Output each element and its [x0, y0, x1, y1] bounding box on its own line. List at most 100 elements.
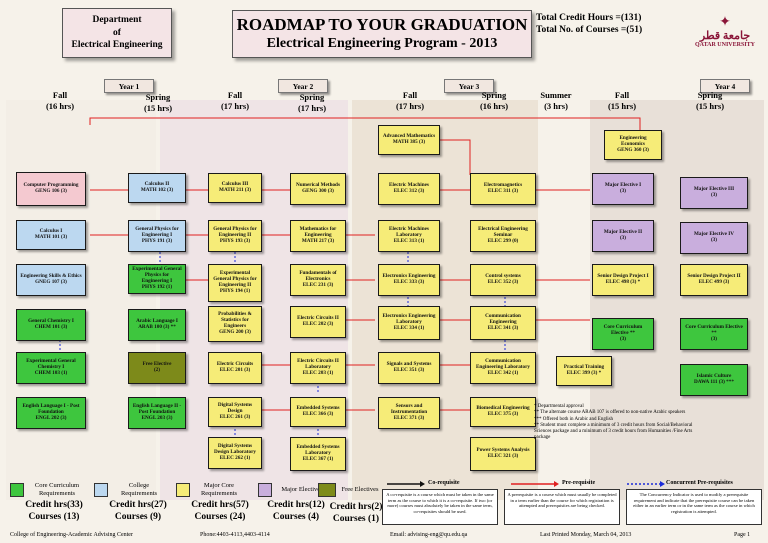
course-chem103[interactable]: Experimental General Chemistry I CHEM 10… — [16, 352, 86, 384]
course-elec311[interactable]: Electromagnetics ELEC 311 (3) — [470, 173, 536, 205]
concurrent-title: Concurrent Pre-requisites — [666, 480, 733, 486]
course-elec333[interactable]: Electronics Engineering ELEC 333 (3) — [378, 264, 440, 296]
course-geng300[interactable]: Numerical Methods GENG 300 (3) — [290, 173, 346, 205]
course-geng200[interactable]: Probabilities & Statistics for Engineers… — [208, 306, 262, 342]
term-y4-fall: Fall (15 hrs) — [607, 90, 637, 112]
course-phys191[interactable]: General Physics for Engineering I PHYS 1… — [128, 220, 186, 252]
footnotes: * Departmental approval ** The alternate… — [534, 404, 693, 441]
term-y1-spring: Spring (15 hrs) — [143, 92, 173, 114]
qu-logo: ✦ جامعة قطر QATAR UNIVERSITY — [690, 14, 760, 58]
course-phys192[interactable]: Experimental General Physics for Enginee… — [128, 264, 186, 294]
course-elec366[interactable]: Embedded Systems ELEC 366 (3) — [290, 397, 346, 427]
legend-major-core-swatch — [176, 483, 190, 497]
course-elec399[interactable]: Practical Training ELEC 399 (3) * — [556, 356, 612, 386]
course-elec498[interactable]: Senior Design Project I ELEC 498 (3) * — [592, 264, 654, 296]
total-courses: Total No. of Courses =(51) — [536, 25, 643, 36]
course-engl203[interactable]: English Language II - Post Foundation EN… — [128, 397, 186, 429]
course-math211[interactable]: Calculus III MATH 211 (3) — [208, 173, 262, 203]
legend-free-electives-stats: Credit hrs(2) Courses (1) — [329, 502, 383, 524]
term-y1-fall: Fall (16 hrs) — [45, 90, 75, 112]
corequisite-title: Co-requisite — [428, 480, 460, 486]
course-elec203[interactable]: Electric Circuits II Laboratory ELEC 203… — [290, 352, 346, 384]
course-geng106[interactable]: Computer Programming GENG 106 (3) — [16, 172, 86, 206]
course-elec499[interactable]: Senior Design Project II ELEC 499 (3) — [680, 264, 748, 296]
course-math101[interactable]: Calculus I MATH 101 (3) — [16, 220, 86, 250]
footer-page: Page 1 — [734, 532, 751, 538]
legend-core-stats: Credit hrs(33) Courses (13) — [25, 500, 83, 522]
course-elec334[interactable]: Electronics Engineering Laboratory ELEC … — [378, 306, 440, 340]
course-elec231[interactable]: Fundamentals of Electronics ELEC 231 (3) — [290, 264, 346, 296]
course-elec261[interactable]: Digital Systems Design ELEC 261 (3) — [208, 397, 262, 427]
course-engl202[interactable]: English Language I - Post Foundation ENG… — [16, 397, 86, 429]
legend-major-core-stats: Credit hrs(57) Courses (24) — [191, 500, 249, 522]
title-box: ROADMAP TO YOUR GRADUATION Electrical En… — [232, 10, 532, 58]
concurrent-arrow-icon — [627, 481, 665, 487]
legend-major-electives-swatch — [258, 483, 272, 497]
corequisite-description: A co-requisite is a course which must be… — [382, 489, 498, 525]
course-major-elective-3[interactable]: Major Elective III (3) — [680, 177, 748, 209]
course-elec351[interactable]: Signals and Systems ELEC 351 (3) — [378, 352, 440, 384]
course-dawa111[interactable]: Islamic Culture DAWA 111 (3) *** — [680, 364, 748, 396]
legend-major-electives-label: Major Electives — [281, 486, 323, 493]
logo-english: QATAR UNIVERSITY — [695, 42, 755, 48]
course-elec262[interactable]: Digital Systems Design Laboratory ELEC 2… — [208, 437, 262, 469]
prerequisite-arrow-icon — [511, 481, 559, 487]
legend-major-core-label: Major Core Requirements — [200, 482, 238, 497]
course-elec321[interactable]: Power Systems Analysis ELEC 321 (3) — [470, 437, 536, 471]
term-y2-spring: Spring (17 hrs) — [297, 92, 327, 114]
page-subtitle: Electrical Engineering Program - 2013 — [266, 36, 498, 51]
concurrent-description: The Concurrency Indicator is used to mod… — [626, 489, 762, 525]
course-free-elective[interactable]: Free Elective (2) — [128, 352, 186, 384]
footer-phone: Phone:4403-4113,4403-4114 — [200, 532, 270, 538]
year-1-tab: Year 1 — [104, 79, 154, 93]
term-y3-spring: Spring (16 hrs) — [479, 90, 509, 112]
course-math385[interactable]: Advanced Mathematics MATH 385 (3) — [378, 125, 440, 155]
course-arab100[interactable]: Arabic Language I ARAB 100 (3) ** — [128, 309, 186, 341]
course-phys194[interactable]: Experimental General Physics for Enginee… — [208, 264, 262, 302]
department-box: Department of Electrical Engineering — [62, 8, 172, 58]
legend-free-electives-swatch — [318, 483, 336, 497]
term-y4-spring: Spring (15 hrs) — [695, 90, 725, 112]
course-elec367[interactable]: Embedded Systems Laboratory ELEC 367 (1) — [290, 437, 346, 471]
legend-core-label: Core Curriculum Requirements — [34, 482, 80, 497]
year-3-tab: Year 3 — [444, 79, 494, 93]
course-gneg107[interactable]: Engineering Skills & Ethics GNEG 107 (3) — [16, 264, 86, 296]
course-elec313[interactable]: Electric Machines Laboratory ELEC 313 (1… — [378, 220, 440, 252]
legend-college-label: College Requirements — [120, 482, 158, 497]
term-y3-fall: Fall (17 hrs) — [395, 90, 425, 112]
year-2-tab: Year 2 — [278, 79, 328, 93]
course-elec342[interactable]: Communication Engineering Laboratory ELE… — [470, 352, 536, 384]
course-elec352[interactable]: Control systems ELEC 352 (3) — [470, 264, 536, 296]
course-elec341[interactable]: Communication Engineering ELEC 341 (3) — [470, 306, 536, 340]
legend-core-swatch — [10, 483, 24, 497]
legend-free-electives-label: Free Electives — [341, 486, 379, 493]
course-elec371[interactable]: Sensors and Instrumentation ELEC 371 (3) — [378, 397, 440, 429]
course-elec299[interactable]: Electrical Engineering Seminar ELEC 299 … — [470, 220, 536, 252]
course-geng360[interactable]: Engineering Economics GENG 360 (3) — [604, 130, 662, 160]
term-summer: Summer (3 hrs) — [540, 90, 572, 112]
course-core-elective-2[interactable]: Core Curriculum Elective ** (3) — [680, 318, 748, 350]
course-elec375[interactable]: Biomedical Engineering ELEC 375 (3) — [470, 397, 536, 427]
footer-email: Email: advising-eng@qu.edu.qa — [390, 532, 468, 538]
year1-band — [6, 100, 156, 500]
course-major-elective-4[interactable]: Major Elective IV (3) — [680, 222, 748, 254]
course-math217[interactable]: Mathematics for Engineering MATH 217 (3) — [290, 220, 346, 252]
course-major-elective-2[interactable]: Major Elective II (3) — [592, 220, 654, 252]
prerequisite-title: Pre-requisite — [562, 480, 596, 486]
course-phys193[interactable]: General Physics for Engineering II PHYS … — [208, 220, 262, 252]
course-elec202[interactable]: Electric Circuits II ELEC 202 (3) — [290, 306, 346, 338]
prerequisite-description: A prerequisite is a course which must us… — [504, 489, 620, 525]
year4-band — [590, 100, 764, 500]
course-elec312[interactable]: Electric Machines ELEC 312 (3) — [378, 173, 440, 205]
year3-band — [352, 100, 538, 500]
logo-arabic: جامعة قطر — [699, 30, 751, 42]
course-elec201[interactable]: Electric Circuits ELEC 201 (3) — [208, 352, 262, 384]
course-math102[interactable]: Calculus II MATH 102 (3) — [128, 173, 186, 203]
course-major-elective-1[interactable]: Major Elective I (3) — [592, 173, 654, 205]
page-title: ROADMAP TO YOUR GRADUATION — [236, 15, 528, 34]
totals-box: Total Credit Hours =(131) Total No. of C… — [536, 12, 654, 38]
legend-college-swatch — [94, 483, 108, 497]
course-core-elective-1[interactable]: Core Curriculum Elective ** (3) — [592, 318, 654, 350]
course-chem101[interactable]: General Chemistry I CHEM 101 (3) — [16, 309, 86, 341]
